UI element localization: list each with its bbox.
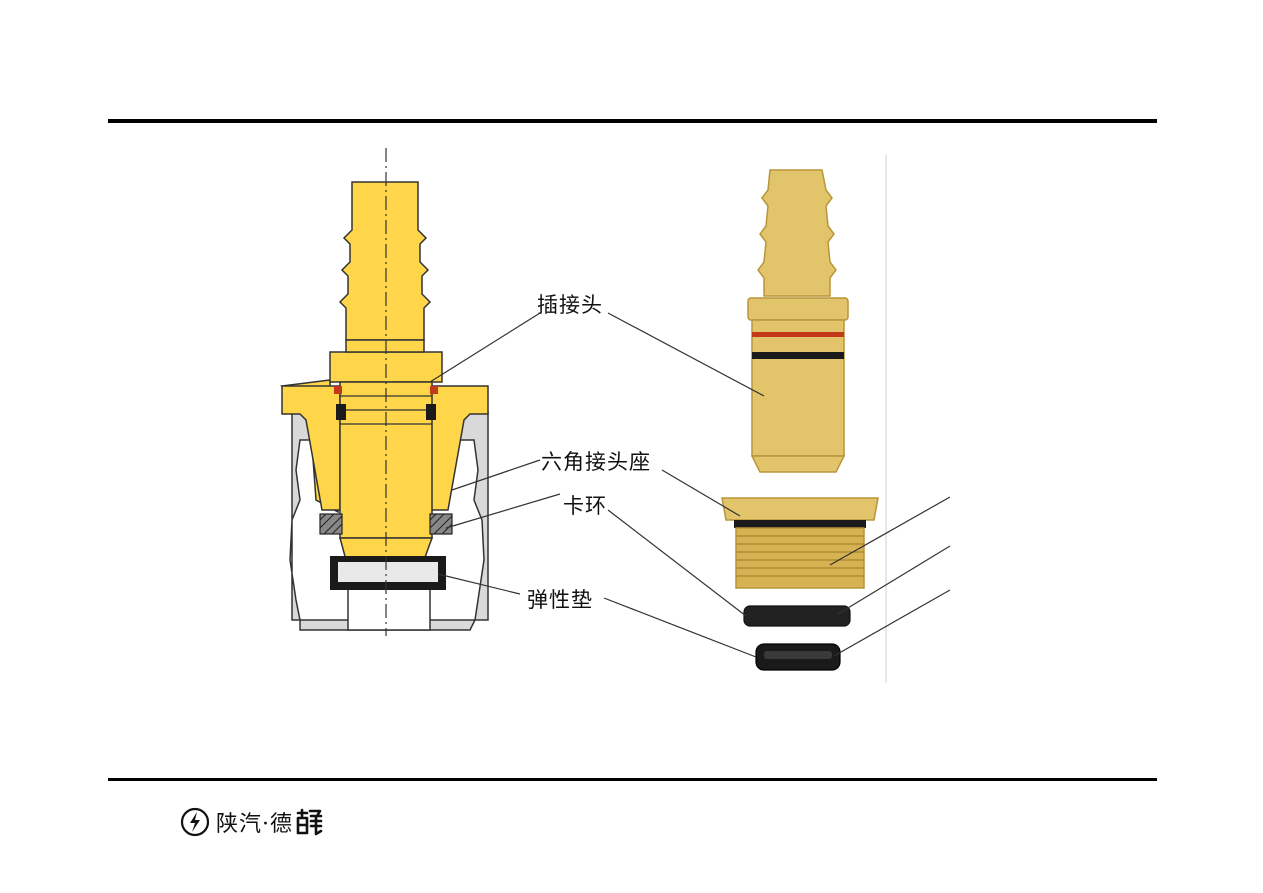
label-snap-ring: 卡环	[563, 494, 607, 518]
snap-ring-part	[743, 605, 851, 627]
leader-extra-1	[829, 496, 951, 566]
hex-seat-left-body	[281, 385, 341, 511]
leader-plug-right	[607, 312, 765, 397]
leader-extra-3	[833, 589, 951, 657]
plug-barb	[338, 181, 432, 341]
oring-left	[334, 386, 342, 394]
plug-part-body	[751, 319, 845, 457]
leader-extra-2	[837, 545, 951, 615]
thread-lines	[736, 535, 864, 577]
leader-hex-left	[451, 459, 541, 491]
cross-section-drawing	[279, 148, 489, 636]
seal-left	[336, 404, 346, 420]
leader-pad-left	[437, 573, 521, 595]
label-hex-seat: 六角接头座	[541, 450, 651, 474]
leader-plug-left	[429, 312, 541, 383]
shaanxi-logo-icon	[180, 807, 210, 837]
plug-neck	[345, 339, 425, 353]
oring-right	[430, 386, 438, 394]
leader-snap-left	[445, 493, 561, 529]
bottom-rule	[108, 778, 1157, 781]
hex-seat-part-thread	[735, 527, 865, 589]
plug-part-oring-black	[752, 352, 844, 359]
label-elastic-pad: 弹性垫	[527, 588, 593, 612]
footer-brand: 陕汽·德	[180, 806, 323, 838]
leader-hex-right	[661, 469, 741, 517]
hex-seat-part	[721, 497, 879, 521]
brand-logo-char	[296, 808, 323, 836]
housing-bore	[347, 584, 431, 631]
plug-part-collar	[747, 297, 849, 321]
top-rule	[108, 119, 1157, 123]
seal-right	[426, 404, 436, 420]
brand-text: 陕汽·德	[216, 812, 293, 837]
hex-seat-part-gasket	[734, 520, 866, 528]
plug-part-barb	[757, 169, 837, 297]
label-plug: 插接头	[537, 293, 603, 317]
exploded-view	[721, 155, 887, 683]
leader-snap-right	[607, 509, 747, 617]
plug-part-tip	[750, 455, 846, 473]
leader-pad-right	[603, 597, 757, 658]
leader-lines	[429, 312, 951, 658]
plug-part-oring-red	[752, 332, 844, 337]
